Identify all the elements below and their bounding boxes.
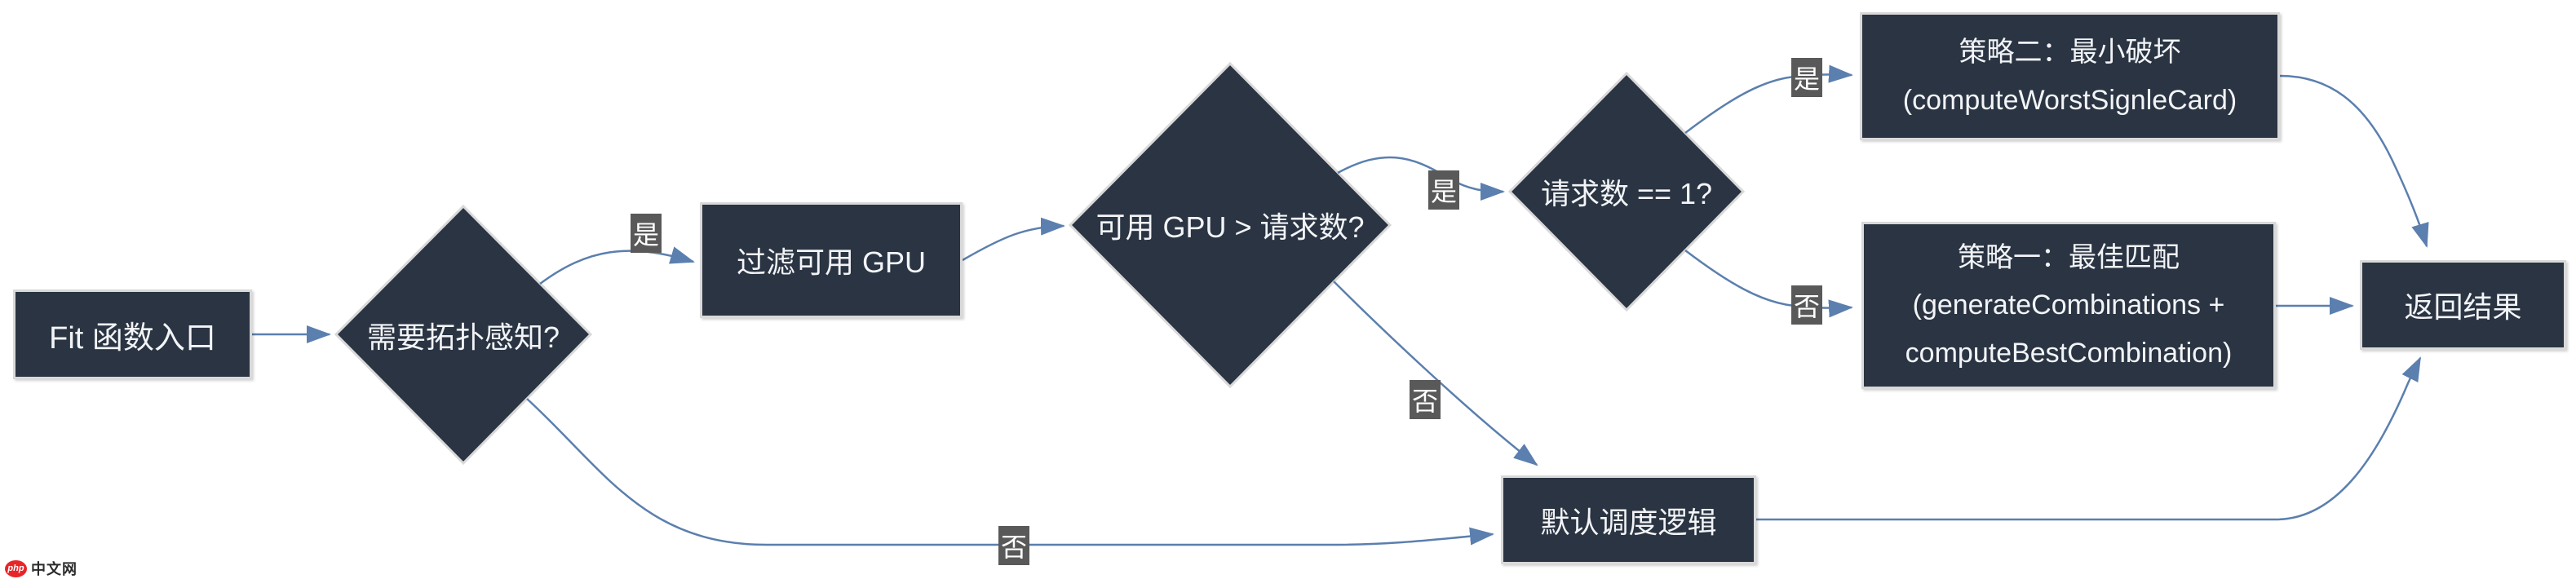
node-strategy-two-line1: 策略二：最小破坏 (1959, 37, 2181, 69)
node-strategy-two-line2: (computeWorstSignleCard) (1902, 84, 2237, 116)
flow-connectors (252, 64, 2429, 546)
edge-gpu-yes-to-request-one (1337, 156, 1505, 201)
edge-label-no-request-one: 否 (1791, 285, 1822, 325)
node-filter-gpu: 过滤可用 GPU (700, 202, 963, 318)
edge-gpu-no-to-default (1333, 281, 1538, 466)
diamond-gpu-vs-request-shape (1068, 61, 1392, 389)
node-strategy-one: 策略一：最佳匹配 (generateCombinations + compute… (1861, 222, 2276, 389)
diamond-topology-shape (334, 204, 593, 466)
edge-filter-to-gpu-vs-request (962, 217, 1065, 262)
node-start: Fit 函数入口 (13, 290, 252, 379)
decision-diamond-shapes (334, 61, 1746, 466)
edge-label-yes-gpu: 是 (1428, 170, 1459, 210)
edge-label-yes-gpu-text: 是 (1430, 177, 1457, 206)
node-strategy-one-line3: computeBestCombination) (1905, 337, 2233, 369)
node-filter-gpu-label: 过滤可用 GPU (736, 245, 926, 279)
site-name-text: 中文网 (31, 561, 77, 577)
edge-label-yes-topology: 是 (631, 214, 662, 253)
edge-label-yes-request-one-text: 是 (1793, 64, 1820, 94)
edge-label-no-request-one-text: 否 (1793, 292, 1820, 321)
node-result-label: 返回结果 (2404, 290, 2522, 324)
edge-topology-yes-to-filter (539, 246, 695, 285)
diamond-request-one-shape (1507, 71, 1746, 312)
edge-label-no-topology: 否 (998, 526, 1029, 565)
edge-label-no-gpu-text: 否 (1411, 387, 1438, 416)
node-default-scheduling: 默认调度逻辑 (1501, 475, 1756, 564)
edge-request-one-yes-to-strategy-two (1684, 64, 1853, 134)
node-strategy-one-line1: 策略一：最佳匹配 (1958, 241, 2180, 273)
php-logo-icon: php (5, 559, 27, 577)
edge-label-no-topology-text: 否 (1000, 533, 1027, 562)
node-result: 返回结果 (2360, 260, 2566, 350)
node-strategy-one-line2: (generateCombinations + (1912, 290, 2225, 321)
edge-label-yes-topology-text: 是 (632, 220, 659, 250)
php-cn-logo: php 中文网 (5, 558, 77, 579)
edge-label-yes-request-one: 是 (1791, 58, 1822, 97)
php-logo-text: php (7, 564, 24, 573)
edge-strategy-two-to-result (2279, 74, 2429, 248)
edge-label-no-gpu: 否 (1410, 380, 1441, 419)
edge-default-to-result (1756, 356, 2422, 521)
edge-topology-no-to-default (526, 398, 1494, 546)
node-strategy-two: 策略二：最小破坏 (computeWorstSignleCard) (1860, 12, 2280, 140)
node-start-label: Fit 函数入口 (49, 320, 216, 356)
edge-request-one-no-to-strategy-one (1684, 250, 1853, 318)
node-default-scheduling-label: 默认调度逻辑 (1540, 505, 1717, 539)
